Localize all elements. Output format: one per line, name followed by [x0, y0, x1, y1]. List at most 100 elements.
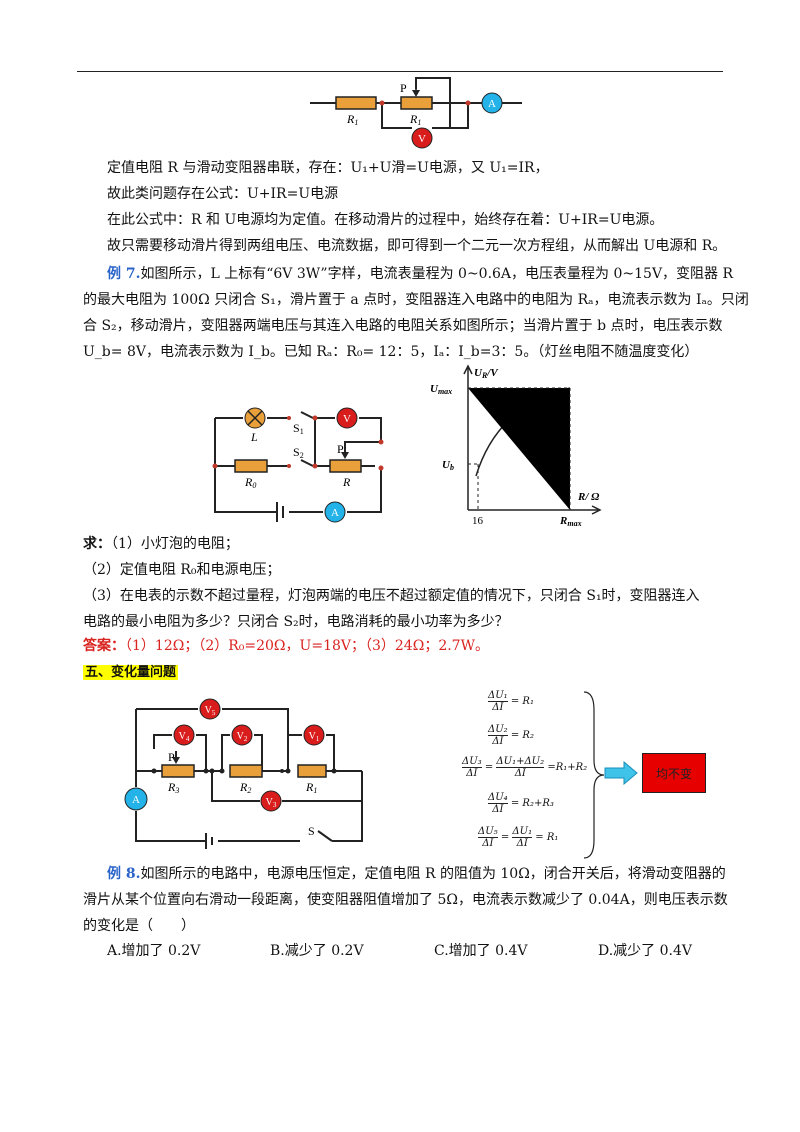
r2-sub: 2	[247, 786, 251, 795]
questions-line1: 求：（1）小灯泡的电阻；	[83, 532, 733, 556]
r3-label: R	[167, 780, 176, 794]
v5-sub: 5	[212, 709, 216, 717]
formula-3-num: ΔU₃	[462, 756, 482, 768]
x-axis-label: R/ Ω	[577, 491, 600, 503]
formula-1-rhs: = R₁	[510, 696, 534, 707]
question-3b: 电路的最小电阻为多少？只闭合 S₂时，电路消耗的最小功率为多少？	[83, 614, 509, 630]
svg-text:V3: V3	[266, 797, 277, 809]
r3-sub: 3	[174, 786, 179, 795]
v3-sub: 3	[273, 801, 277, 809]
ammeter-icon	[324, 501, 346, 523]
r2-label: R	[409, 112, 418, 126]
voltmeter-label: V	[343, 413, 351, 425]
example7-number: 例 7.	[107, 266, 141, 282]
svg-text:UR/V: UR/V	[474, 367, 499, 380]
r2-sub: 1	[417, 118, 421, 127]
r1-sub: 1	[354, 118, 358, 127]
formula-3-rhs: =R₁+R₂	[547, 762, 588, 773]
questions-head: 求：	[83, 536, 111, 552]
voltmeter-label: V	[418, 133, 426, 145]
svg-text:V4: V4	[179, 731, 190, 743]
example8-line2: 滑片从某个位置向右滑动一段距离，使变阻器阻值增加了 5Ω，电流表示数减少了 0.…	[83, 892, 728, 908]
para1-line1: 定值电阻 R 与滑动变阻器串联，存在：U₁+U滑=U电源，又 U₁=IR，	[107, 160, 549, 176]
slider-label: P	[168, 750, 175, 764]
rheostat-r	[329, 459, 362, 473]
formula-1-den: ΔI	[492, 702, 504, 713]
example8-text1: 如图所示的电路中，电源电压恒定，定值电阻 R 的阻值为 10Ω，闭合开关后，将滑…	[140, 866, 726, 882]
circuit-diagram-2: V A L S1 S2 R0 P R	[212, 407, 384, 523]
invariant-box: 均不变	[642, 753, 706, 793]
s1-sub: 1	[300, 427, 304, 436]
umax-sub: max	[438, 387, 452, 396]
v2-sub: 2	[244, 735, 248, 743]
question-3a: （3）在电表的示数不超过量程，灯泡两端的电压不超过额定值的情况下，只闭合 S₁时…	[83, 588, 700, 604]
formula-2-den: ΔI	[492, 736, 504, 747]
ub-sub: b	[450, 463, 454, 472]
svg-text:V1: V1	[309, 731, 320, 743]
top-rule	[77, 71, 723, 72]
v3-label: V	[266, 797, 274, 808]
circuit-diagram-1: V A P R1 R1	[310, 77, 522, 149]
s2-sub: 2	[300, 451, 304, 460]
right-brace	[583, 691, 605, 859]
voltmeter-icon	[411, 127, 433, 149]
umax-label: U	[430, 383, 439, 395]
svg-text:V2: V2	[237, 731, 248, 743]
y-axis-unit: /V	[486, 367, 499, 379]
r-label: R	[342, 475, 351, 489]
formula-5-num: ΔU₅	[478, 826, 498, 838]
example7-line3: 合 S₂，移动滑片，变阻器两端电压与其连入电路的电阻关系如图所示；当滑片置于 b…	[83, 318, 723, 334]
svg-text:R2: R2	[239, 780, 251, 795]
svg-text:R1: R1	[305, 780, 317, 795]
answer-line: 答案：（1）12Ω；（2）R₀=20Ω，U=18V；（3）24Ω；2.7W。	[83, 634, 733, 658]
section-5-heading: 五、变化量问题	[83, 665, 179, 680]
rheostat-r1	[400, 96, 433, 110]
question-1: （1）小灯泡的电阻；	[111, 536, 239, 552]
svg-text:R1: R1	[346, 112, 358, 127]
formula-5-den: ΔI	[482, 838, 494, 849]
resistor-r1	[335, 96, 377, 110]
formula-4-den: ΔI	[492, 804, 504, 815]
ammeter-label: A	[488, 98, 496, 110]
svg-text:R3: R3	[167, 780, 179, 795]
example7-line1: 例 7.如图所示，L 上标有“6V 3W”字样，电流表量程为 0~0.6A，电压…	[107, 262, 757, 286]
svg-text:R1: R1	[409, 112, 421, 127]
formula-5-mid-num: ΔU₁	[512, 826, 533, 838]
option-c: C.增加了 0.4V	[434, 943, 528, 959]
r0-label: R	[244, 475, 253, 489]
ub-label: U	[442, 459, 451, 471]
voltmeter-v5-icon	[199, 698, 221, 720]
voltmeter-v3-icon	[260, 790, 282, 812]
voltmeter-v2-icon	[231, 724, 253, 746]
svg-text:R0: R0	[244, 475, 256, 490]
example7-text1: 如图所示，L 上标有“6V 3W”字样，电流表量程为 0~0.6A，电压表量程为…	[140, 266, 734, 282]
y-axis-label: U	[474, 367, 483, 379]
option-b: B.减少了 0.2V	[270, 943, 364, 959]
v4-label: V	[179, 731, 187, 742]
svg-text:Umax: Umax	[430, 383, 452, 396]
ammeter-label: A	[331, 507, 339, 519]
y-axis-sub: R	[481, 371, 488, 380]
example8-line3: 的变化是（ ）	[83, 918, 195, 934]
svg-text:Ub: Ub	[442, 459, 454, 472]
formula-3-mid-den: ΔI	[514, 768, 526, 779]
answer-text: （1）12Ω；（2）R₀=20Ω，U=18V；（3）24Ω；2.7W。	[125, 638, 489, 654]
example8-number: 例 8.	[107, 866, 141, 882]
r1-label: R	[305, 780, 314, 794]
section-5-title: 五、变化量问题	[83, 660, 733, 685]
option-a: A.增加了 0.2V	[107, 943, 201, 959]
formula-4-num: ΔU₄	[488, 792, 508, 804]
formula-4-rhs: = R₂+R₃	[510, 798, 554, 809]
v2-label: V	[237, 731, 245, 742]
svg-text:S1: S1	[293, 421, 304, 436]
formula-3-den: ΔI	[466, 768, 478, 779]
rmax-sub: max	[567, 519, 581, 528]
para1-line2: 故此类问题存在公式：U+IR=U电源	[107, 186, 339, 202]
s1-label: S	[293, 421, 300, 435]
lamp-label: L	[250, 430, 258, 444]
circuit-diagram-3: V5 V4 V2 V1 V3 A P R3 R2 R1 S	[124, 698, 363, 849]
